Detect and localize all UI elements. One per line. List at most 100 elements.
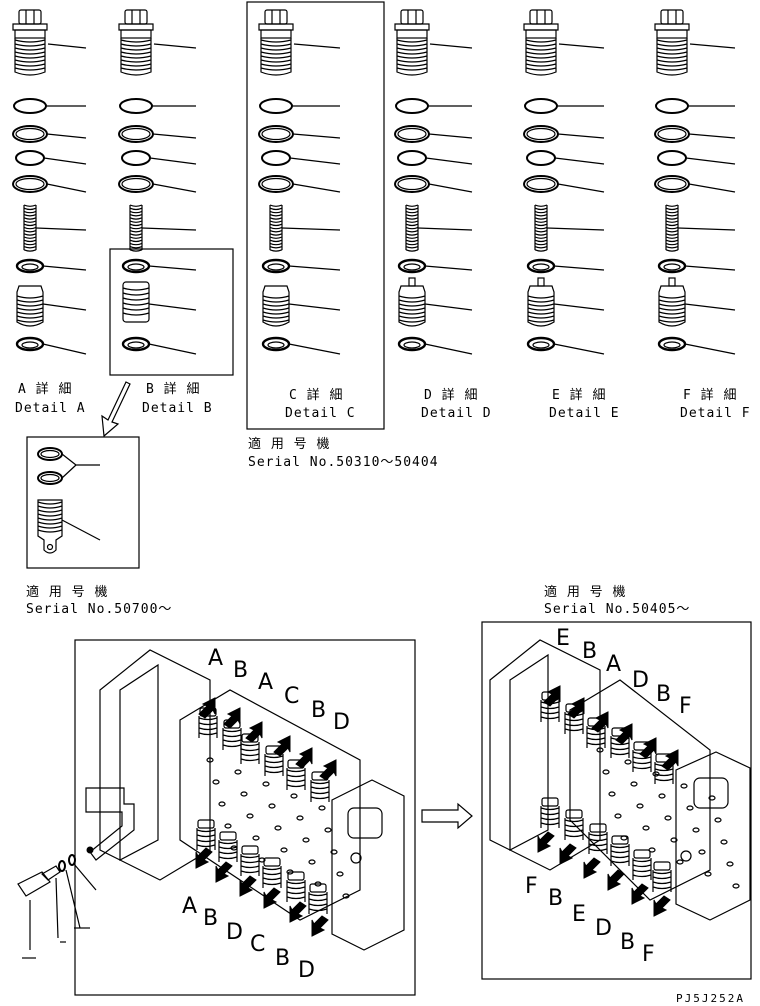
spring-coil [269, 214, 283, 217]
spring-coil [405, 210, 419, 214]
inset-sleeve [37, 499, 63, 554]
leader-line [424, 343, 473, 355]
thread [525, 47, 557, 51]
o-ring-inner [40, 449, 60, 459]
detail-e-jp: E 詳 細 [552, 388, 607, 403]
poppet-groove [658, 319, 686, 323]
flange [258, 23, 294, 31]
o-ring [58, 860, 66, 872]
poppet-body [16, 285, 44, 327]
o-ring [259, 98, 293, 114]
down-arrow [319, 759, 337, 781]
spring-coil [23, 223, 37, 227]
plug-thread [588, 843, 608, 847]
plug-head [219, 831, 237, 841]
plug-thread [218, 841, 238, 845]
left-top-letter: A [258, 670, 274, 695]
port-hole [692, 827, 700, 833]
poppet-groove [16, 307, 44, 311]
detail-b-jp: B 詳 細 [146, 382, 201, 397]
plug-thread [262, 872, 282, 876]
leader-line [417, 227, 473, 231]
port-hole [704, 871, 712, 877]
relief-valve-cartridge [118, 9, 154, 76]
leader-line [425, 157, 473, 165]
spring-coil [534, 246, 548, 249]
spring-coil [269, 204, 283, 207]
port-hole [308, 859, 316, 865]
thread [14, 63, 46, 67]
plug-thread [264, 765, 284, 769]
plug-thread [240, 860, 260, 864]
plug-thread [632, 756, 652, 760]
port-hole [330, 849, 338, 855]
spring-coil [23, 249, 37, 252]
plug-thread [240, 865, 260, 869]
leader-line [558, 43, 605, 49]
thread [260, 59, 292, 63]
plug-thread [654, 768, 674, 772]
spring-coil [405, 246, 419, 249]
down-arrow [567, 697, 585, 719]
poppet-tip [668, 277, 676, 287]
port-hole [324, 827, 332, 833]
thread [14, 59, 46, 63]
spring-coil [534, 207, 548, 211]
collar [396, 29, 428, 39]
plug-thread [286, 881, 306, 885]
spring-coil [405, 223, 419, 227]
inset-groove [37, 509, 63, 513]
down-arrow [223, 707, 241, 729]
spring-coil [665, 220, 679, 223]
spring-coil [269, 210, 283, 214]
right-bottom-letter: B [548, 886, 564, 911]
thread [396, 59, 428, 63]
left-valve-body [99, 649, 361, 921]
collar [14, 29, 46, 39]
up-arrow [239, 875, 257, 897]
spring-coil [665, 226, 679, 230]
poppet [16, 285, 44, 327]
seat-ring-inner [267, 263, 285, 271]
poppet-groove [16, 319, 44, 323]
plug-thread [218, 856, 238, 860]
body [656, 38, 688, 76]
right-bottom-letter: F [525, 874, 538, 899]
plug-thread [262, 867, 282, 871]
leader-line [557, 133, 605, 139]
plug-thread [286, 886, 306, 890]
right-bottom-letter: E [572, 902, 586, 927]
poppet-groove [16, 311, 44, 315]
thread [656, 67, 688, 71]
leader-line [684, 303, 736, 311]
o-ring-inner [657, 127, 687, 141]
detail-a-jp: A 詳 細 [18, 382, 73, 397]
poppet-groove [262, 299, 290, 303]
plug-thread [198, 727, 218, 731]
spring-coil [665, 242, 679, 246]
leader-line [65, 869, 81, 929]
spring-coil [269, 233, 283, 236]
transfer-arrow [421, 802, 473, 830]
o-ring-inner [121, 127, 151, 141]
relief-valve-cartridge [258, 9, 294, 76]
spring-coil [534, 249, 548, 252]
leader-line [688, 183, 736, 193]
poppet-groove [658, 303, 686, 307]
spring-coil [269, 236, 283, 239]
port-hole [290, 793, 298, 799]
poppet-groove [658, 307, 686, 311]
down-arrow [591, 711, 609, 733]
down-arrow [273, 735, 291, 757]
o-ring [119, 98, 153, 114]
spring-coil [405, 236, 419, 239]
thread [120, 47, 152, 51]
plug-thread [540, 807, 560, 811]
seat-ring-inner [21, 263, 39, 271]
spring-coil [269, 226, 283, 230]
flange [394, 23, 430, 31]
down-arrow [295, 747, 313, 769]
plug-head [565, 809, 583, 819]
spring-coil [534, 220, 548, 223]
poppet-groove [398, 299, 426, 303]
